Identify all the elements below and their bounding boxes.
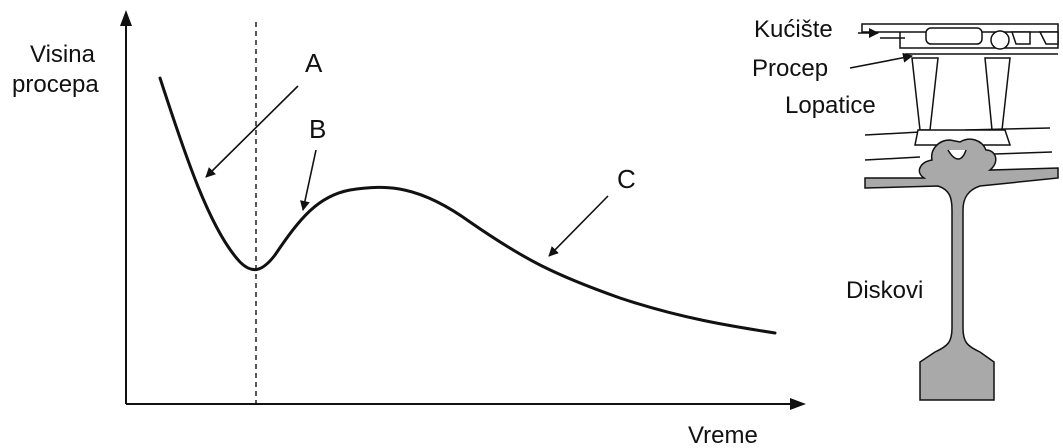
y-axis-label-line2: procepa bbox=[12, 71, 99, 98]
disks-label: Diskovi bbox=[846, 277, 923, 304]
marker-a: A bbox=[305, 48, 323, 78]
marker-a-arrow bbox=[205, 85, 299, 178]
gap-arrow bbox=[849, 52, 913, 69]
disk-shape bbox=[864, 138, 1059, 401]
marker-c: C bbox=[617, 164, 636, 194]
y-axis-label-line1: Visina bbox=[30, 41, 96, 68]
x-axis bbox=[126, 398, 806, 410]
marker-c-arrow bbox=[548, 195, 609, 257]
marker-b-arrow bbox=[300, 149, 317, 211]
x-axis-label: Vreme bbox=[688, 422, 758, 448]
casing-shape bbox=[861, 23, 1059, 55]
gap-label: Procep bbox=[752, 55, 828, 82]
blades-shape bbox=[864, 57, 1053, 161]
casing-label: Kućište bbox=[754, 16, 833, 43]
clearance-curve bbox=[158, 76, 777, 335]
turbine-cross-section bbox=[861, 23, 1059, 401]
blades-label: Lopatice bbox=[785, 92, 876, 119]
marker-b: B bbox=[309, 114, 326, 144]
y-axis bbox=[120, 10, 132, 404]
